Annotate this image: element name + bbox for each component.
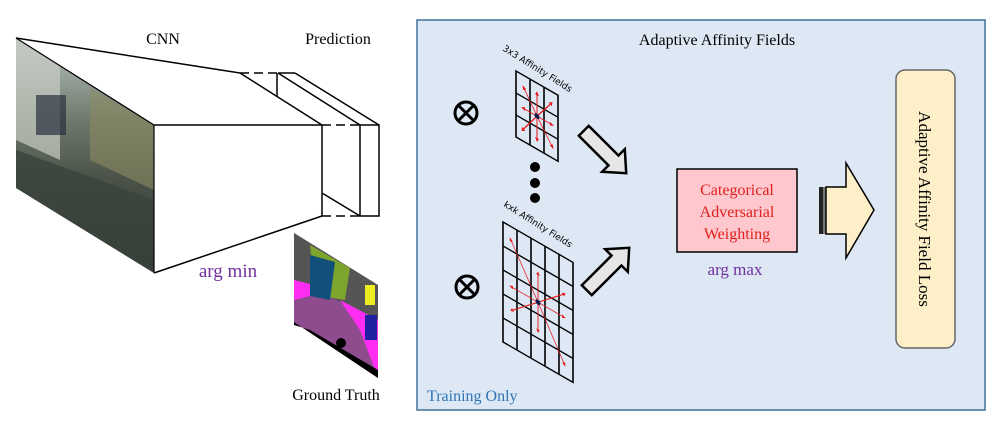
cnn-block (15, 37, 361, 274)
cnn-label: CNN (146, 31, 180, 48)
arrow-up-right-icon (580, 246, 631, 297)
categorical-weighting-box (676, 168, 798, 253)
argmin-label: arg min (199, 261, 258, 282)
cat-line-1: Categorical (700, 182, 774, 199)
argmax-label: arg max (708, 260, 763, 279)
panel-title: Adaptive Affinity Fields (639, 32, 795, 49)
multiply-operator-icon (454, 274, 480, 300)
cat-line-3: Weighting (704, 226, 770, 243)
arrow-down-right-icon (577, 124, 628, 175)
ellipsis-icon (530, 162, 540, 203)
affinity-loss-box (895, 69, 956, 349)
ground-truth-label: Ground Truth (292, 387, 380, 404)
prediction-block (276, 72, 380, 217)
cat-line-2: Adversarial (700, 204, 775, 221)
prediction-label: Prediction (305, 31, 371, 48)
loss-label: Adaptive Affinity Field Loss (915, 111, 934, 307)
ground-truth-image (294, 233, 378, 378)
multiply-operator-icon (453, 100, 479, 126)
arrow-right-icon (819, 160, 875, 261)
affinity-grid-kxk (502, 220, 574, 384)
training-only-label: Training Only (427, 388, 518, 405)
affinity-grid-3x3 (515, 69, 559, 163)
input-image (16, 38, 154, 273)
